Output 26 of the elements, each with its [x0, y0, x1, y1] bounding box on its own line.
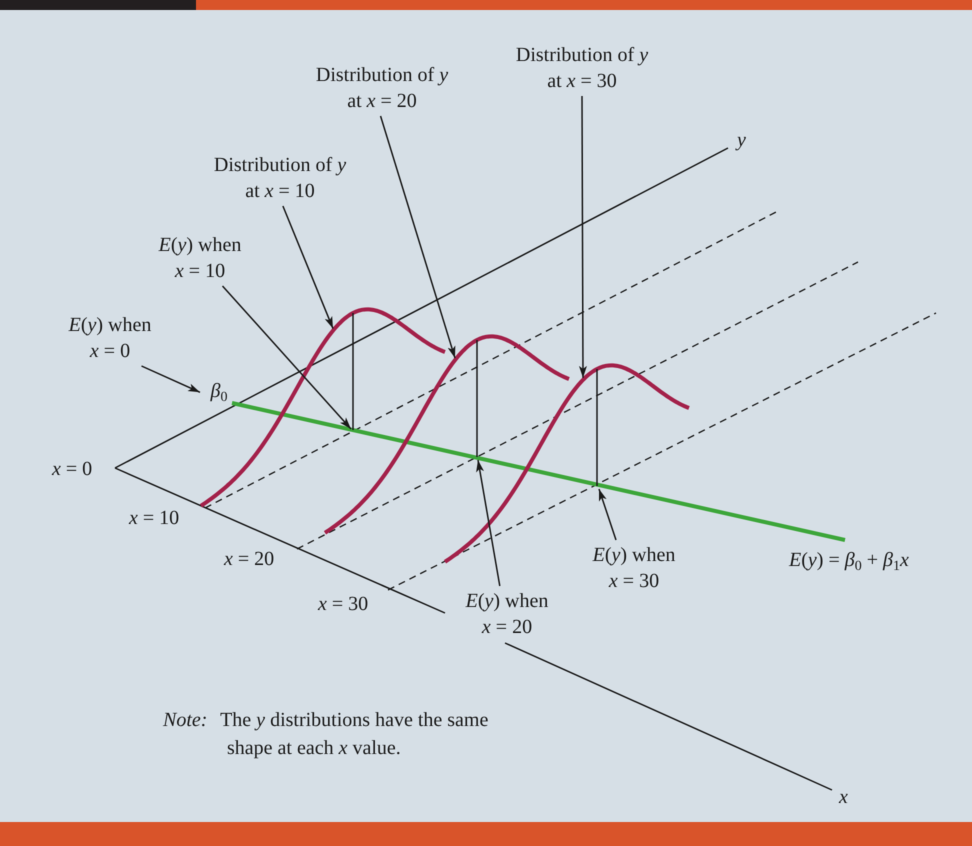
callout-text: Distribution of y at x = 30 — [514, 43, 650, 94]
callout-text: E(y) when x = 30 — [592, 543, 676, 594]
callout-text: Distribution of y at x = 20 — [314, 63, 450, 114]
leader-arrow — [282, 206, 334, 329]
callout-text: E(y) when x = 20 — [464, 589, 550, 640]
leader-arrow — [222, 286, 352, 430]
leader-arrow — [598, 488, 617, 540]
tick-label: x = 20 — [224, 547, 274, 572]
leader-arrow — [476, 460, 501, 586]
axis-label: y — [737, 128, 746, 153]
distribution-curve — [443, 363, 691, 564]
callout-text: E(y) when x = 0 — [68, 313, 152, 364]
callout-text: Distribution of y at x = 10 — [212, 153, 348, 204]
equation-label: E(y) = β$_{0}$ + β$_{1}$x — [789, 548, 909, 574]
leader-arrow — [141, 365, 200, 393]
tick-label: x = 0 — [52, 457, 92, 482]
callout-text: E(y) when x = 10 — [158, 233, 242, 284]
distribution-curve — [323, 334, 571, 535]
tick-label: x = 10 — [129, 506, 180, 531]
note-text: Note: The y distributions have the same shape at each x value. — [163, 708, 490, 761]
distribution-curve — [199, 307, 447, 508]
leader-arrow — [578, 96, 587, 378]
axis-label: x — [839, 785, 848, 810]
tick-label: x = 30 — [318, 592, 368, 617]
callout-text: β$_{0}$ — [209, 379, 228, 404]
leader-arrow — [380, 116, 456, 358]
